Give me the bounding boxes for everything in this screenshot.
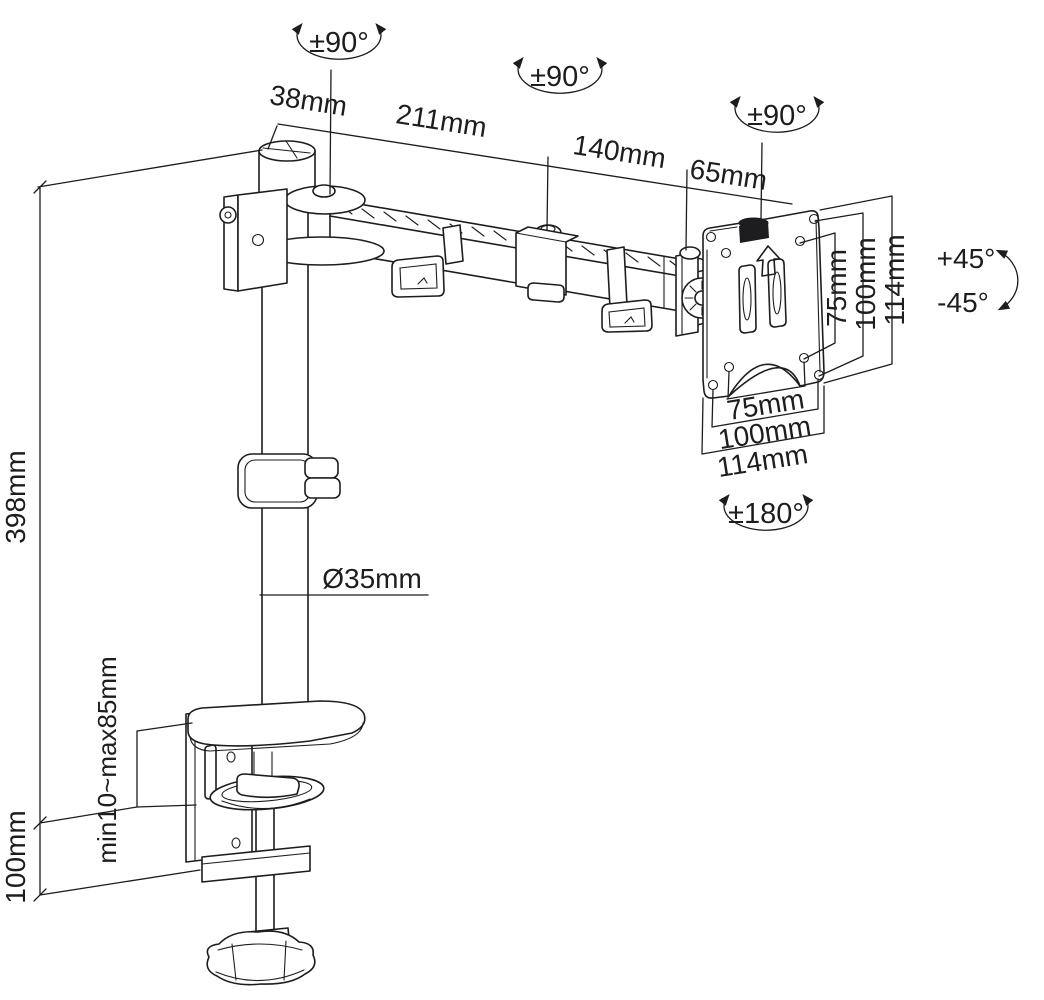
tilt-up-label: +45° xyxy=(937,243,996,274)
vesa-slot-left-groove xyxy=(742,277,752,321)
clamp-pad-skirt xyxy=(221,798,311,810)
dim-vesa-side-100-label: 100mm xyxy=(850,237,881,330)
dimension-pole-diameter: Ø35mm xyxy=(259,563,429,596)
arm-sleeve-tab xyxy=(527,282,565,303)
dim-top-chain-ticks xyxy=(267,69,763,251)
tilt-down-label: -45° xyxy=(937,287,989,318)
dim-vesa-side-75-label: 75mm xyxy=(821,249,852,327)
lug-bolt-dome xyxy=(312,184,336,198)
head-swivel-label: ±90° xyxy=(747,100,807,132)
cable-clip-1-strap xyxy=(442,224,464,265)
clamp-jaw xyxy=(201,845,311,883)
dimension-left: 398mm 100mm xyxy=(0,149,263,904)
vesa-hole-corner-tl xyxy=(705,231,717,243)
arm-box xyxy=(329,198,687,313)
arm-swivel-arc xyxy=(512,56,608,94)
vesa-hole-inner-tr xyxy=(794,235,806,247)
dim-clamp-height-label: 100mm xyxy=(0,810,31,903)
vesa-slot-right xyxy=(767,258,787,328)
vesa-rotate-arc xyxy=(718,493,814,531)
pole-clip xyxy=(237,453,341,509)
vesa-plate xyxy=(702,210,825,399)
clamp-star-knob-detail xyxy=(215,940,305,982)
joint-dome xyxy=(679,246,701,260)
arm-swivel-label: ±90° xyxy=(530,61,590,93)
vesa-slot-left xyxy=(738,264,757,334)
dim-arm-front-label: 140mm xyxy=(571,129,668,174)
dim-pole-height-label: 398mm xyxy=(0,450,31,543)
dim-vesa-right-lines xyxy=(799,195,893,384)
dim-vesa-side-114-label: 114mm xyxy=(879,234,910,325)
arm-assembly xyxy=(219,184,687,333)
cable-clip-2-inner xyxy=(608,307,646,328)
cable-clip-1-inner xyxy=(399,263,438,290)
desk-plate-edge xyxy=(189,722,364,752)
dim-pole-diameter-label: Ø35mm xyxy=(322,563,422,594)
cable-clip-2-strap xyxy=(606,246,628,309)
dim-arm-main-label: 211mm xyxy=(394,98,489,143)
clamp-pad-lever xyxy=(236,773,300,799)
dimension-vesa-right: 75mm 100mm 114mm xyxy=(799,195,910,384)
pole-swivel-label: ±90° xyxy=(309,27,369,59)
clamp-jaw-top-face xyxy=(201,852,311,865)
clamp-wall-hole-top xyxy=(226,751,236,763)
bracket-hole xyxy=(251,233,265,247)
pole-clip-tab-2 xyxy=(304,477,341,499)
bracket-side-screw-center xyxy=(224,211,232,219)
dim-clamp-range-lines xyxy=(136,722,193,808)
tilt-arc xyxy=(995,249,1019,311)
up-arrow-icon xyxy=(756,245,781,277)
pole-swivel-arc xyxy=(291,22,387,60)
dimension-clamp-range: min10~max85mm xyxy=(92,656,193,864)
clamp-star-knob xyxy=(206,930,316,986)
arm-sleeve-edge xyxy=(515,232,567,296)
vesa-hole-corner-br xyxy=(813,369,825,381)
bracket-side-screw xyxy=(219,206,237,224)
vesa-knob-top xyxy=(738,217,769,229)
vesa-hole-corner-tr xyxy=(808,213,820,225)
pole-bracket-plate xyxy=(237,188,288,292)
dim-vesa-bottom-lines xyxy=(701,361,825,455)
dim-clamp-range-label: min10~max85mm xyxy=(92,656,122,863)
desk-plate xyxy=(187,700,366,747)
desk-clamp xyxy=(185,700,366,986)
pole-clip-tab-1 xyxy=(304,457,339,479)
vesa-plate-outline xyxy=(702,210,825,399)
cable-clip-1-hook xyxy=(391,255,445,298)
vesa-hole-inner-tl xyxy=(720,247,732,259)
pole-cap-chords xyxy=(262,140,311,159)
vesa-bottom-arch xyxy=(728,363,801,397)
dim-cap-diameter-label: 38mm xyxy=(268,79,350,122)
vesa-rotate-label: ±180° xyxy=(728,498,804,530)
head-swivel-arc xyxy=(729,95,825,133)
angle-annotations: ±90° ±90° ±90° ±180° +45° -45° xyxy=(291,22,1019,531)
arm-top-face-line xyxy=(329,215,687,278)
vesa-inner-edge xyxy=(706,219,821,379)
vesa-slot-right-groove xyxy=(772,271,782,315)
clamp-wall-hole-bottom xyxy=(231,837,241,849)
dim-top-chain-line xyxy=(277,123,793,205)
